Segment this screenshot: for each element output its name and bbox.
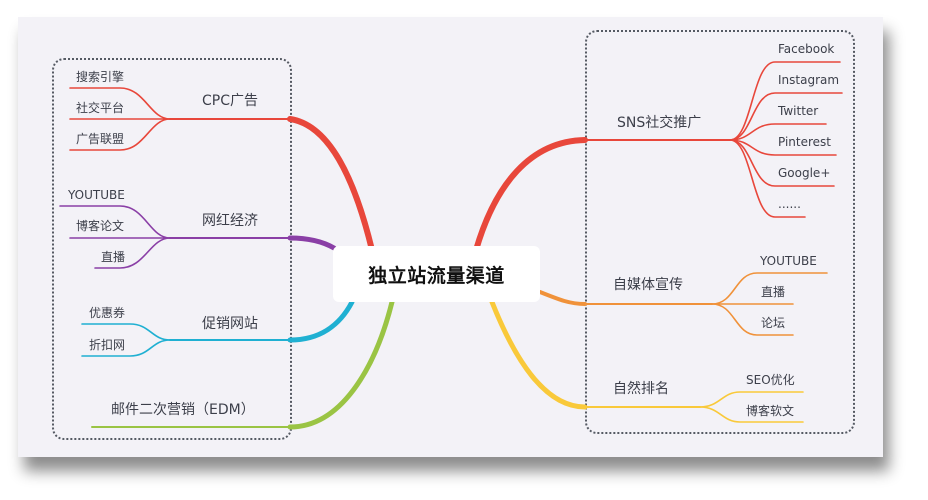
left-group-box [52,58,292,440]
connector-cpc [287,116,375,253]
branch-organic-ranking[interactable]: 自然排名 [613,381,669,397]
leaf-seo[interactable]: SEO优化 [746,373,795,387]
leaf-instagram[interactable]: Instagram [778,73,840,87]
leaf-ad-network[interactable]: 广告联盟 [76,132,125,146]
leaf-livestream-left[interactable]: 直播 [101,250,126,264]
leaf-blog-article[interactable]: 博客论文 [76,219,125,233]
leaf-discount-sites[interactable]: 折扣网 [89,338,126,352]
leaf-google-plus[interactable]: Google+ [778,166,831,180]
central-topic-label: 独立站流量渠道 [368,264,505,287]
right-group-box [585,30,855,434]
branch-self-media[interactable]: 自媒体宣传 [613,277,683,293]
branch-influencer[interactable]: 网红经济 [202,213,258,229]
branch-cpc[interactable]: CPC广告 [202,93,258,109]
leaf-social-platform[interactable]: 社交平台 [76,101,125,115]
leaf-livestream-right[interactable]: 直播 [761,285,786,299]
leaf-twitter[interactable]: Twitter [778,104,819,118]
leaf-forum[interactable]: 论坛 [761,316,786,330]
leaf-search-engine[interactable]: 搜索引擎 [76,70,125,84]
connector-influencer [287,235,337,251]
leaf-youtube-left[interactable]: YOUTUBE [68,188,125,202]
leaf-youtube-right[interactable]: YOUTUBE [760,254,817,268]
leaf-facebook[interactable]: Facebook [778,42,835,56]
connector-selfmedia [538,290,587,306]
branch-edm[interactable]: 邮件二次营销（EDM） [111,402,255,418]
branch-promo-sites[interactable]: 促销网站 [202,316,258,332]
leaf-pinterest[interactable]: Pinterest [778,135,832,149]
central-topic[interactable]: 独立站流量渠道 [333,246,540,302]
leaf-coupons[interactable]: 优惠券 [89,306,126,320]
connector-organic [489,299,588,410]
connector-edm [287,299,395,430]
leaf-blog-softtext[interactable]: 博客软文 [746,404,795,418]
connector-promo [287,299,355,343]
leaf-more[interactable]: ...... [778,197,801,211]
branch-sns[interactable]: SNS社交推广 [617,115,702,131]
connector-sns [473,137,588,253]
